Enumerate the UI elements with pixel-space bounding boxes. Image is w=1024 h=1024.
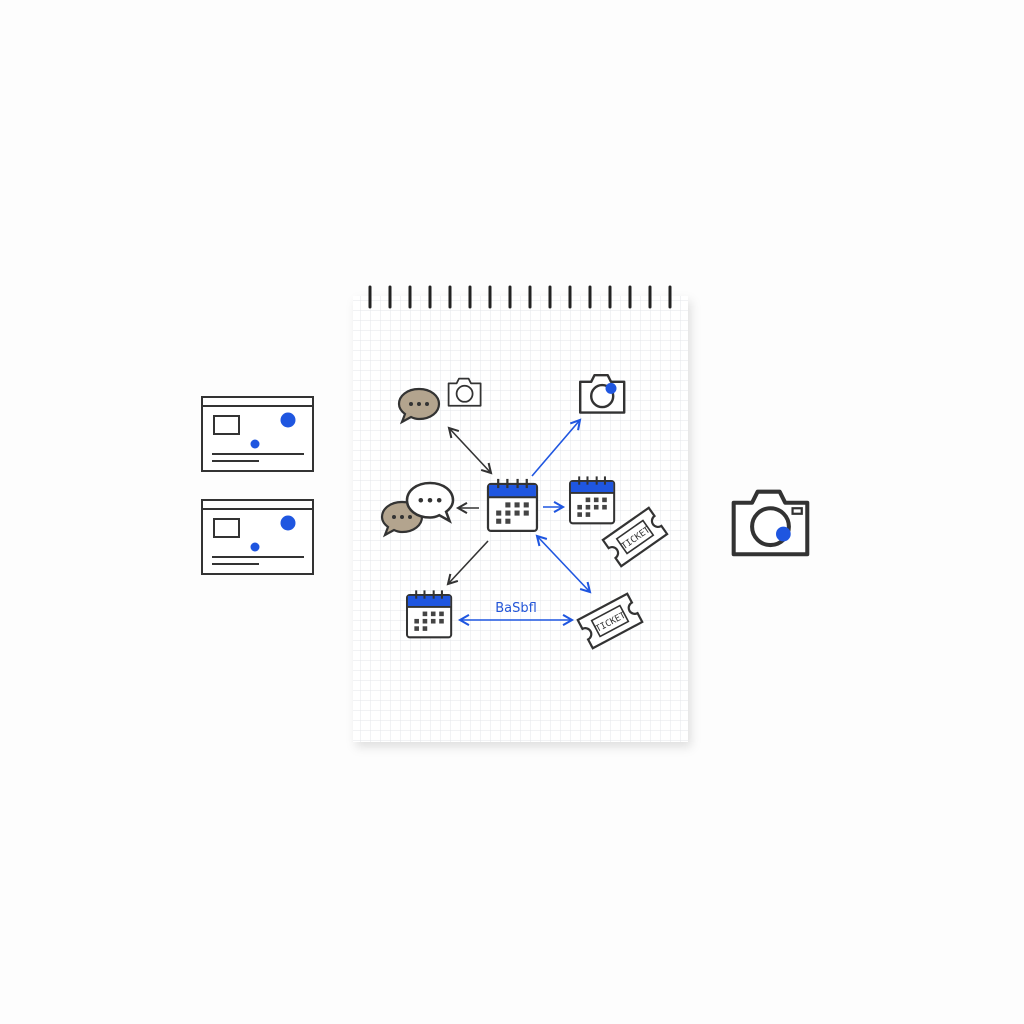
edge-calendar-calendar-bottom [446,540,489,586]
side-card-bottom [201,499,314,575]
edge-label: BaSbfl [495,601,537,616]
diagram-edges [446,418,592,627]
calendar-icon-center [486,477,539,533]
spiral-binding [368,285,672,309]
camera-icon-small [447,377,482,407]
side-card-top [201,396,314,472]
camera-icon-outside [734,492,808,555]
edge-calendar-ticket [535,534,592,594]
notebook [353,285,688,742]
calendar-icon-right [568,475,616,525]
calendar-icon-bottom-left [405,589,453,639]
edge-calendar-camera [531,418,582,477]
edge-bubble-calendar [447,426,493,475]
camera-icon-top-right [578,373,626,414]
